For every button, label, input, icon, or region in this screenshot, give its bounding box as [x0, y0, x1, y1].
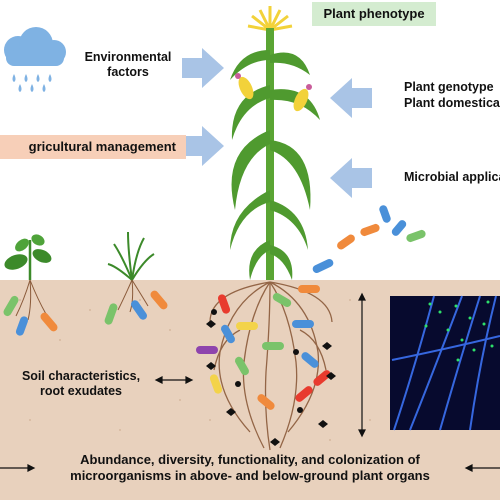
environmental-factors-line1: Environmental	[84, 50, 172, 64]
microbes-airborne	[312, 205, 426, 273]
agricultural-management-label: gricultural management	[0, 135, 186, 159]
plant-phenotype-label: Plant phenotype	[312, 2, 436, 26]
environmental-factors-label: Environmental factors	[72, 50, 184, 80]
soil-line2: root exudates	[40, 384, 122, 398]
microscopy-image	[390, 295, 500, 431]
corn-ear-left	[238, 76, 254, 100]
small-plant-grass	[107, 231, 155, 313]
bottom-side-arrows	[0, 464, 500, 472]
soil-double-arrow	[154, 376, 194, 384]
caption-line2: microorganisms in above- and below-groun…	[70, 468, 430, 483]
colonization-caption: Abundance, diversity, functionality, and…	[0, 452, 500, 484]
environmental-factors-line2: factors	[107, 65, 149, 79]
maize-plant	[230, 6, 320, 280]
microbial-arrow-icon	[330, 158, 372, 198]
soil-speckles	[19, 299, 371, 441]
agri-arrow-icon	[182, 126, 224, 166]
plant-domestication-label: Plant domesticat	[404, 96, 500, 110]
microbes-soil	[3, 285, 331, 410]
caption-line1: Abundance, diversity, functionality, and…	[80, 452, 420, 467]
plant-genotype-label: Plant genotype	[404, 80, 494, 94]
soil-characteristics-label: Soil characteristics, root exudates	[8, 369, 154, 399]
cloud-rain-icon	[4, 27, 66, 92]
small-plant-left	[4, 234, 52, 321]
genotype-arrow-icon	[330, 78, 372, 118]
corn-ear-right	[293, 88, 309, 112]
exudate-markers	[206, 309, 336, 446]
microbial-application-label: Microbial applica	[404, 170, 500, 184]
tassel-icon	[247, 6, 293, 32]
env-arrow-icon	[182, 48, 224, 88]
vertical-double-arrow	[358, 292, 366, 438]
soil-line1: Soil characteristics,	[21, 369, 141, 383]
